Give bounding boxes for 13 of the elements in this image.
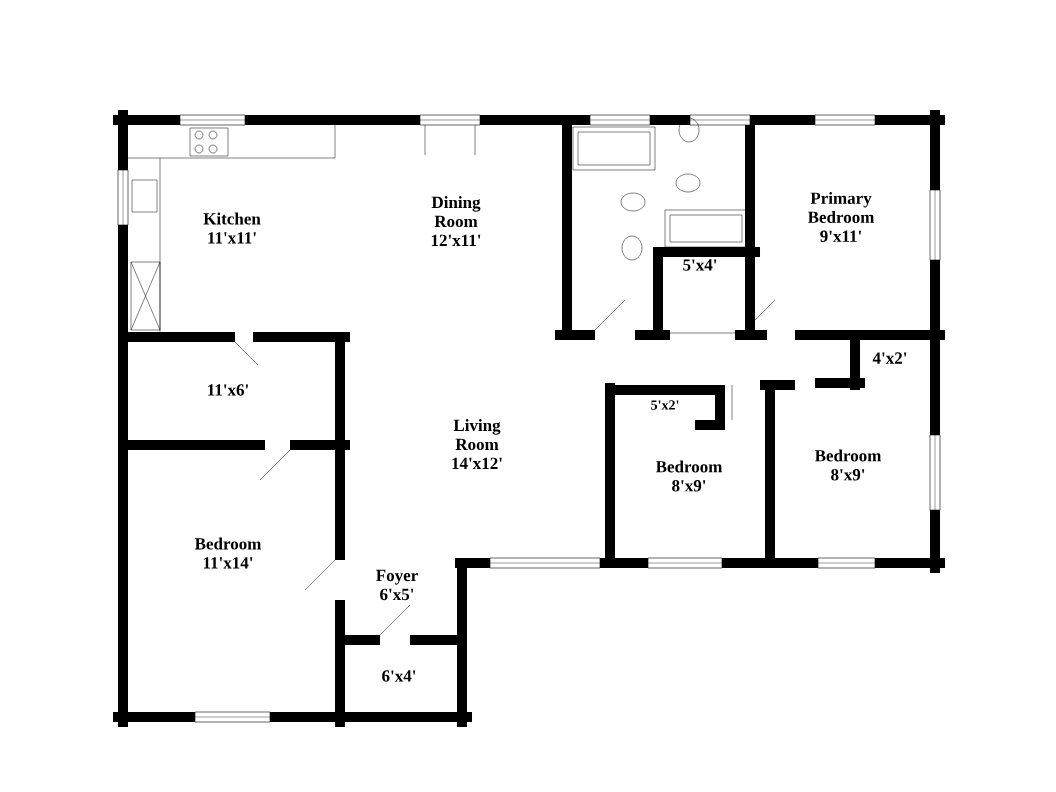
room-label: Bedroom 11'x14' — [194, 537, 262, 569]
room-label: Dining Room 12'x11' — [431, 196, 481, 246]
room-label: 5'x4' — [683, 259, 717, 271]
room-label: Living Room 14'x12' — [452, 419, 502, 469]
room-label: 4'x2' — [872, 352, 907, 364]
room-label: Bedroom 8'x9' — [655, 460, 723, 492]
room-label: 5'x2' — [651, 400, 679, 410]
room-label: 11'x6' — [208, 384, 248, 396]
room-label: Primary Bedroom 9'x11' — [807, 192, 875, 242]
room-label: Kitchen 11'x11' — [203, 212, 261, 244]
room-label: 6'x4' — [382, 670, 416, 682]
room-label: Foyer 6'x5' — [376, 569, 418, 601]
room-label: Bedroom 8'x9' — [814, 449, 882, 481]
